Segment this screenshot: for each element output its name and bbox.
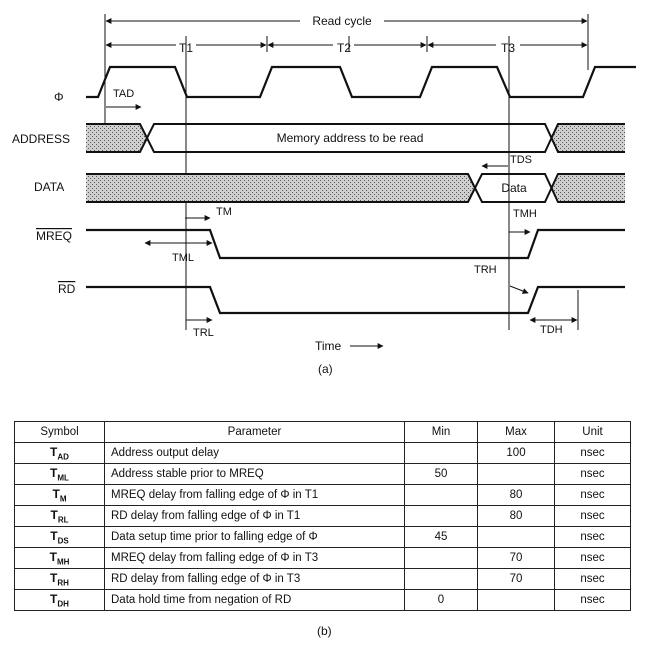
mreq-waveform <box>86 228 625 260</box>
signal-phi-label: Φ <box>54 90 64 104</box>
read-cycle-span: Read cycle <box>105 14 588 28</box>
table-row: TDS Data setup time prior to falling edg… <box>14 526 631 548</box>
parameter-cell: Address stable prior to MREQ <box>104 463 405 485</box>
read-cycle-label: Read cycle <box>312 14 372 28</box>
parameter-cell: Data hold time from negation of RD <box>104 589 405 611</box>
data-note: Data <box>501 181 527 195</box>
symbol-cell: T <box>52 486 60 501</box>
tm-label: TM <box>216 206 232 218</box>
symbol-cell: T <box>50 507 58 522</box>
max-cell: 80 <box>477 484 555 506</box>
table-row: TRL RD delay from falling edge of Φ in T… <box>14 505 631 527</box>
min-cell: 45 <box>404 526 478 548</box>
min-cell <box>404 442 478 464</box>
timing-arrows <box>106 104 578 323</box>
period-t2: T2 <box>337 41 351 55</box>
col-min: Min <box>404 421 478 443</box>
table-row: TM MREQ delay from falling edge of Φ in … <box>14 484 631 506</box>
trh-label: TRH <box>474 264 497 276</box>
unit-cell: nsec <box>554 568 631 590</box>
signal-mreq-label: MREQ <box>36 229 72 243</box>
min-cell <box>404 568 478 590</box>
data-bus <box>86 173 625 203</box>
max-cell: 100 <box>477 442 555 464</box>
caption-a: (a) <box>318 362 333 376</box>
symbol-sub: RL <box>57 515 69 525</box>
parameter-cell: MREQ delay from falling edge of Φ in T3 <box>104 547 405 569</box>
reference-lines <box>104 14 589 330</box>
max-cell: 80 <box>477 505 555 527</box>
parameter-cell: Address output delay <box>104 442 405 464</box>
table-row: TRH RD delay from falling edge of Φ in T… <box>14 568 631 590</box>
symbol-sub: M <box>59 494 67 504</box>
unit-cell: nsec <box>554 505 631 527</box>
min-cell <box>404 547 478 569</box>
address-bus <box>86 123 625 153</box>
min-cell: 50 <box>404 463 478 485</box>
table-row: TMH MREQ delay from falling edge of Φ in… <box>14 547 631 569</box>
min-cell <box>404 505 478 527</box>
max-cell <box>477 463 555 485</box>
parameter-cell: MREQ delay from falling edge of Φ in T1 <box>104 484 405 506</box>
phi-waveform <box>86 65 636 99</box>
symbol-sub: MH <box>56 557 70 567</box>
table-row: TAD Address output delay 100 nsec <box>14 442 631 464</box>
max-cell: 70 <box>477 547 555 569</box>
symbol-sub: ML <box>57 473 69 483</box>
col-max: Max <box>477 421 555 443</box>
table-row: TML Address stable prior to MREQ 50 nsec <box>14 463 631 485</box>
symbol-sub: AD <box>57 452 69 462</box>
period-t3: T3 <box>501 41 515 55</box>
unit-cell: nsec <box>554 442 631 464</box>
time-label: Time <box>315 339 342 353</box>
signal-address-label: ADDRESS <box>12 132 70 146</box>
min-cell: 0 <box>404 589 478 611</box>
symbol-sub: DH <box>57 599 69 609</box>
tdh-label: TDH <box>540 324 563 336</box>
unit-cell: nsec <box>554 526 631 548</box>
tml-label: TML <box>172 252 194 264</box>
tad-label: TAD <box>113 88 134 100</box>
max-cell: 70 <box>477 568 555 590</box>
max-cell <box>477 589 555 611</box>
parameter-cell: Data setup time prior to falling edge of… <box>104 526 405 548</box>
table-row: TDH Data hold time from negation of RD 0… <box>14 589 631 611</box>
min-cell <box>404 484 478 506</box>
symbol-cell: T <box>50 444 58 459</box>
max-cell <box>477 526 555 548</box>
trl-label: TRL <box>193 327 214 339</box>
caption-b: (b) <box>317 624 332 638</box>
col-symbol: Symbol <box>14 421 105 443</box>
timing-parameter-table: Symbol Parameter Min Max Unit TAD Addres… <box>14 421 631 611</box>
col-unit: Unit <box>554 421 631 443</box>
rd-waveform <box>86 285 625 315</box>
table-header-row: Symbol Parameter Min Max Unit <box>14 421 631 443</box>
col-parameter: Parameter <box>104 421 405 443</box>
parameter-cell: RD delay from falling edge of Φ in T1 <box>104 505 405 527</box>
tmh-label: TMH <box>513 208 537 220</box>
unit-cell: nsec <box>554 484 631 506</box>
signal-rd-label: RD <box>58 282 76 296</box>
unit-cell: nsec <box>554 463 631 485</box>
signal-data-label: DATA <box>34 180 64 194</box>
address-note: Memory address to be read <box>277 131 424 145</box>
tds-label: TDS <box>510 154 532 166</box>
unit-cell: nsec <box>554 589 631 611</box>
symbol-cell: T <box>50 528 58 543</box>
symbol-sub: DS <box>57 536 69 546</box>
timing-diagram: Read cycle T1 T2 T3 Φ ADDRESS DATA MREQ … <box>12 14 636 353</box>
symbol-cell: T <box>50 465 58 480</box>
period-t1: T1 <box>179 41 193 55</box>
parameter-cell: RD delay from falling edge of Φ in T3 <box>104 568 405 590</box>
symbol-cell: T <box>50 591 58 606</box>
symbol-cell: T <box>49 549 57 564</box>
symbol-cell: T <box>50 570 58 585</box>
unit-cell: nsec <box>554 547 631 569</box>
symbol-sub: RH <box>57 578 69 588</box>
